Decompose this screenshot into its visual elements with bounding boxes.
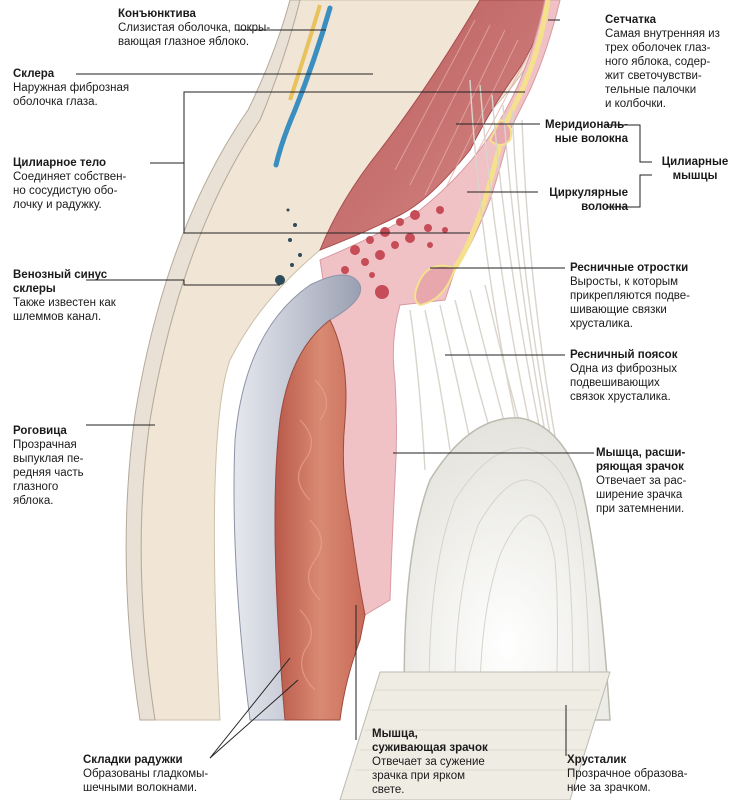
label-lens: Хрусталик Прозрачное образова- ние за зр… bbox=[567, 753, 727, 795]
pupil-dilator-desc: Отвечает за рас- ширение зрачка при зате… bbox=[596, 475, 687, 515]
lens-shape bbox=[403, 417, 611, 721]
scleral-vessel bbox=[273, 5, 333, 168]
ciliary-processes-title: Ресничные отростки bbox=[570, 262, 689, 274]
meridional-title: Меридиональ- ные волокна bbox=[544, 119, 628, 145]
lens-layers bbox=[428, 447, 591, 721]
conjunctiva-desc: Слизистая оболочка, покры- вающая глазно… bbox=[118, 22, 271, 48]
ciliary-body-title: Цилиарное тело bbox=[13, 157, 107, 169]
pupil-constrictor-desc: Отвечает за сужение зрачка при ярком све… bbox=[372, 756, 485, 796]
cornea-desc: Прозрачная выпуклая пе- редняя часть гла… bbox=[13, 439, 84, 507]
iris-folds bbox=[298, 379, 327, 691]
venous-sinus-dots bbox=[275, 208, 302, 285]
conjunctiva-layer bbox=[125, 0, 301, 721]
label-sclera: Склера Наружная фиброзная оболочка глаза… bbox=[13, 67, 173, 109]
pupil-dilator-title: Мышца, расши- ряющая зрачок bbox=[596, 447, 686, 473]
sclera-desc: Наружная фиброзная оболочка глаза. bbox=[13, 82, 130, 108]
label-ciliary-processes: Ресничные отростки Выросты, к которым пр… bbox=[570, 261, 740, 331]
retina-title: Сетчатка bbox=[605, 14, 657, 26]
retina-desc: Самая внутренняя из трех оболочек глаз- … bbox=[605, 28, 720, 110]
sclera-title: Склера bbox=[13, 68, 55, 80]
label-pupil-dilator: Мышца, расши- ряющая зрачок Отвечает за … bbox=[596, 446, 746, 516]
iris-folds-title: Складки радужки bbox=[83, 754, 183, 766]
lens-block-lines bbox=[355, 689, 600, 771]
label-ciliary-zonule: Ресничный поясок Одна из фиброзных подве… bbox=[570, 348, 740, 404]
conjunctiva-title: Конъюнктива bbox=[118, 8, 196, 20]
label-circular: Циркулярные волокна bbox=[520, 186, 628, 214]
iris-shape bbox=[274, 319, 366, 721]
ciliary-muscles-title: Цилиарные мышцы bbox=[661, 156, 729, 182]
label-retina: Сетчатка Самая внутренняя из трех оболоч… bbox=[605, 13, 745, 111]
iris-folds-desc: Образованы гладкомы- шечными волокнами. bbox=[83, 768, 209, 794]
ciliary-zonule-title: Ресничный поясок bbox=[570, 349, 678, 361]
cornea-title: Роговица bbox=[13, 425, 67, 437]
ciliary-process-bumps bbox=[414, 264, 457, 307]
conjunctiva-yellow-stripe bbox=[288, 4, 322, 101]
ciliary-processes-desc: Выросты, к которым прикрепляются подве- … bbox=[570, 276, 691, 330]
label-conjunctiva: Конъюнктива Слизистая оболочка, покры- в… bbox=[118, 7, 298, 49]
pupil-constrictor-title: Мышца, суживающая зрачок bbox=[372, 728, 488, 754]
zonule-fibers bbox=[409, 79, 561, 471]
label-iris-folds: Складки радужки Образованы гладкомы- шеч… bbox=[83, 753, 243, 795]
label-ciliary-muscles: Цилиарные мышцы bbox=[650, 155, 740, 183]
vascular-speckles bbox=[341, 206, 448, 299]
label-ciliary-body: Цилиарное тело Соединяет собствен- но со… bbox=[13, 156, 173, 212]
lens-desc: Прозрачное образова- ние за зрачком. bbox=[567, 768, 688, 794]
lens-cut-block bbox=[339, 671, 611, 800]
circular-title: Циркулярные волокна bbox=[549, 187, 628, 213]
label-meridional: Меридиональ- ные волокна bbox=[520, 118, 628, 146]
label-cornea: Роговица Прозрачная выпуклая пе- редняя … bbox=[13, 424, 133, 508]
ciliary-zonule-desc: Одна из фиброзных подвешивающих связок х… bbox=[570, 363, 678, 403]
leader-lines bbox=[76, 19, 652, 759]
ciliary-body-desc: Соединяет собствен- но сосудистую обо- л… bbox=[13, 171, 127, 211]
lens-title: Хрусталик bbox=[567, 754, 627, 766]
venous-sinus-title: Венозный синус склеры bbox=[13, 269, 108, 295]
venous-sinus-desc: Также известен как шлеммов канал. bbox=[13, 297, 116, 323]
label-pupil-constrictor: Мышца, суживающая зрачок Отвечает за суж… bbox=[372, 727, 532, 797]
label-venous-sinus: Венозный синус склеры Также известен как… bbox=[13, 268, 173, 324]
